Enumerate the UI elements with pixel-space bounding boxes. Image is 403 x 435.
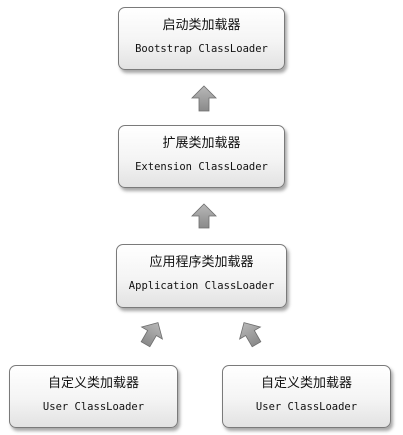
user-right-title-en: User ClassLoader: [255, 401, 358, 413]
application-title-en: Application ClassLoader: [128, 280, 275, 292]
user-right-title-cn: 自定义类加载器: [260, 376, 352, 391]
user-classloader-right-node: 自定义类加载器 User ClassLoader: [222, 365, 391, 428]
extension-title-en: Extension ClassLoader: [135, 161, 268, 173]
arrow-extension-to-bootstrap: [191, 85, 217, 112]
user-classloader-left-node: 自定义类加载器 User ClassLoader: [9, 365, 178, 428]
arrow-application-to-extension: [191, 203, 217, 229]
user-left-title-cn: 自定义类加载器: [47, 376, 139, 391]
arrow-user-right-to-application: [238, 322, 262, 348]
application-title-cn: 应用程序类加载器: [149, 255, 254, 270]
bootstrap-title-en: Bootstrap ClassLoader: [135, 43, 268, 55]
user-left-title-en: User ClassLoader: [42, 401, 145, 413]
application-classloader-node: 应用程序类加载器 Application ClassLoader: [116, 244, 287, 308]
bootstrap-title-cn: 启动类加载器: [162, 18, 241, 33]
extension-classloader-node: 扩展类加载器 Extension ClassLoader: [118, 125, 285, 188]
arrow-user-left-to-application: [140, 322, 164, 348]
bootstrap-classloader-node: 启动类加载器 Bootstrap ClassLoader: [118, 7, 285, 70]
extension-title-cn: 扩展类加载器: [162, 136, 241, 151]
